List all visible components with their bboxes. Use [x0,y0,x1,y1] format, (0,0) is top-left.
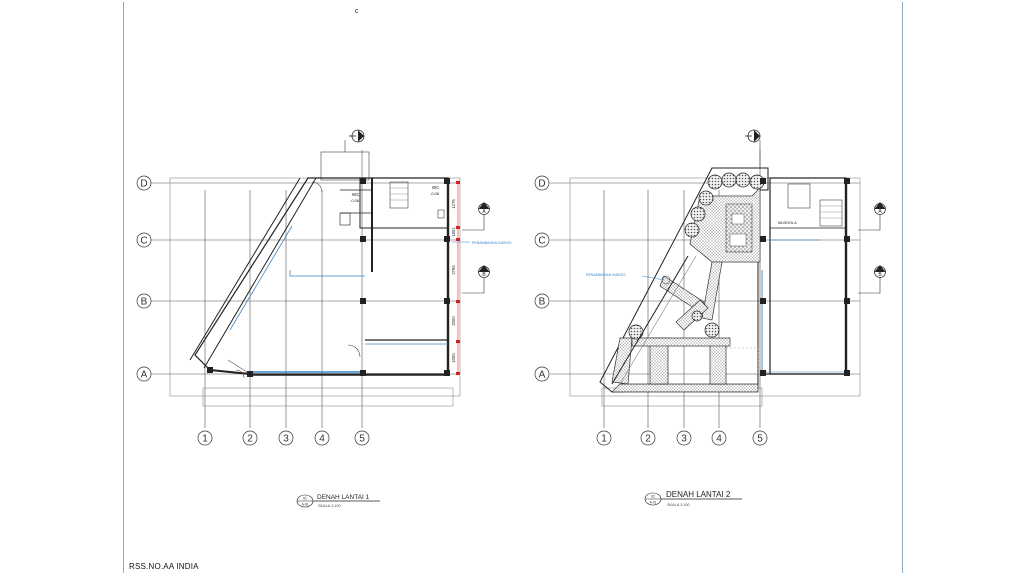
plan1-grid-row-a-label: A [141,370,148,381]
plan1-section-label-a: A [482,209,486,215]
plan1-grid-row-b: B [136,293,152,309]
plan1-grid-row-d: D [136,175,152,191]
plan1-grid-col-1: 1 [197,430,213,446]
plan1-grid-col-3: 3 [278,430,294,446]
plan2-building-outline [599,167,769,393]
plan2-section-label-b: B [878,272,882,278]
plan2-grid-col-4: 4 [711,430,727,446]
plan2-grid-col-5: 5 [752,430,768,446]
plan1-grid-col-1-label: 1 [202,434,208,445]
plan2-grid-row-c: C [534,232,550,248]
plan1-grid-row-b-label: B [141,297,148,308]
plan1-section-marker-a: A [462,202,490,231]
plan-lantai-2 [550,140,861,428]
plan1-section-marker-b: B [462,265,490,294]
plan1-grid-col-5-label: 5 [359,434,365,445]
plan2-grid-row-a: A [534,366,550,382]
plan2-grid-row-b: B [534,293,550,309]
plan2-grid-row-b-label: B [539,297,546,308]
plan2-grid-col-3: 3 [676,430,692,446]
plan2-grid-col-1-label: 1 [601,434,607,445]
plan2-trees [628,172,765,340]
plan2-grid-col-4-label: 4 [716,434,722,445]
plan2-grid-col-5-label: 5 [757,434,763,445]
plan2-grid-row-a-label: A [539,370,546,381]
plan1-north-marker [349,129,365,143]
plan1-grid-row-c-label: C [140,236,147,247]
plan1-grid-lines [150,150,460,428]
plan2-grid-col-2: 2 [640,430,656,446]
plan2-grid-row-d-label: D [538,179,545,190]
plan2-grid-row-d: D [534,175,550,191]
plan1-grid-row-a: A [136,366,152,382]
plan2-grid-col-3-label: 3 [681,434,687,445]
plan1-grid-col-5: 5 [354,430,370,446]
plan2-grid-col-2-label: 2 [645,434,651,445]
plan2-north-marker [745,129,761,143]
plan1-grid-row-c: C [136,232,152,248]
plan2-section-label-a: A [878,209,882,215]
plan1-section-label-b: B [482,272,486,278]
grid-bubbles: A B C D 1 2 3 4 5 A B A B C D 1 2 3 4 5 A B [136,129,886,446]
plan1-grid-col-3-label: 3 [283,434,289,445]
plan2-grid-row-c-label: C [538,236,545,247]
plan1-grid-col-4: 4 [314,430,330,446]
plan2-grid-col-1: 1 [596,430,612,446]
top-mark: c [355,8,359,15]
footer-label: RSS.NO.AA INDIA [129,562,199,571]
plan1-grid-col-2-label: 2 [247,434,253,445]
plan2-section-marker-a: A [858,202,886,231]
plan1-grid-col-2: 2 [242,430,258,446]
plan1-columns [207,178,450,377]
plan2-section-marker-b: B [858,265,886,294]
plan1-grid-col-4-label: 4 [319,434,325,445]
plan-lantai-1 [150,140,461,428]
plan1-grid-row-d-label: D [140,179,147,190]
plan1-site-frame [169,177,461,397]
